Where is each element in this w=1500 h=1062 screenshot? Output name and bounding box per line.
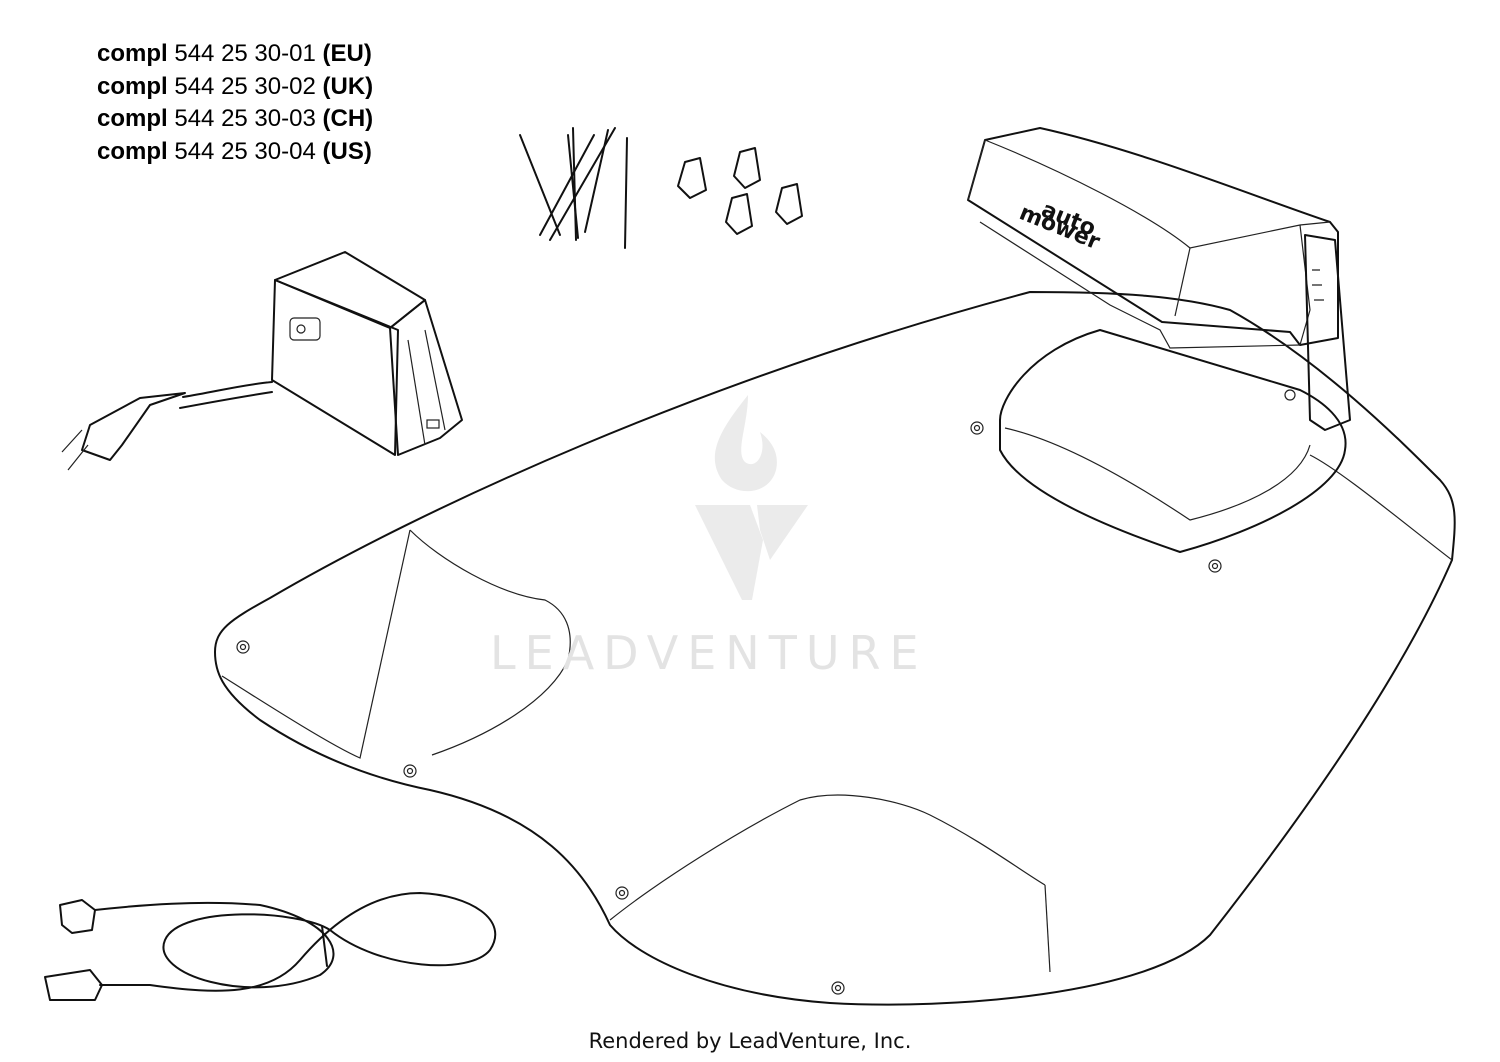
part-number: 544 25 30-01 bbox=[174, 40, 316, 67]
base-plate bbox=[214, 291, 1456, 1006]
part-prefix: compl bbox=[97, 137, 168, 165]
part-prefix: compl bbox=[97, 72, 168, 100]
watermark-text: LEADVENTURE bbox=[490, 626, 928, 680]
footer-credit: Rendered by LeadVenture, Inc. bbox=[588, 1029, 912, 1053]
low-voltage-cable bbox=[44, 892, 497, 1001]
part-number: 544 25 30-02 bbox=[174, 72, 316, 100]
charging-station: auto mower bbox=[967, 127, 1351, 553]
part-number-row: compl 544 25 30-04 (US) bbox=[97, 136, 373, 169]
part-prefix: compl bbox=[97, 105, 168, 132]
connectors bbox=[677, 147, 803, 235]
pegs bbox=[519, 127, 628, 249]
part-number-row: compl 544 25 30-01 (EU) bbox=[97, 38, 373, 71]
part-number-row: compl 544 25 30-02 (UK) bbox=[97, 71, 373, 104]
part-prefix: compl bbox=[97, 40, 168, 67]
part-number: 544 25 30-04 bbox=[174, 137, 316, 165]
part-number-row: compl 544 25 30-03 (CH) bbox=[97, 103, 373, 136]
part-number-list: compl 544 25 30-01 (EU) compl 544 25 30-… bbox=[97, 38, 373, 168]
part-region: (US) bbox=[322, 137, 372, 165]
part-region: (CH) bbox=[322, 105, 374, 132]
part-number: 544 25 30-03 bbox=[174, 105, 316, 132]
power-supply bbox=[61, 251, 463, 471]
part-region: (UK) bbox=[322, 72, 374, 100]
watermark-logo bbox=[695, 395, 808, 600]
part-region: (EU) bbox=[322, 40, 372, 67]
